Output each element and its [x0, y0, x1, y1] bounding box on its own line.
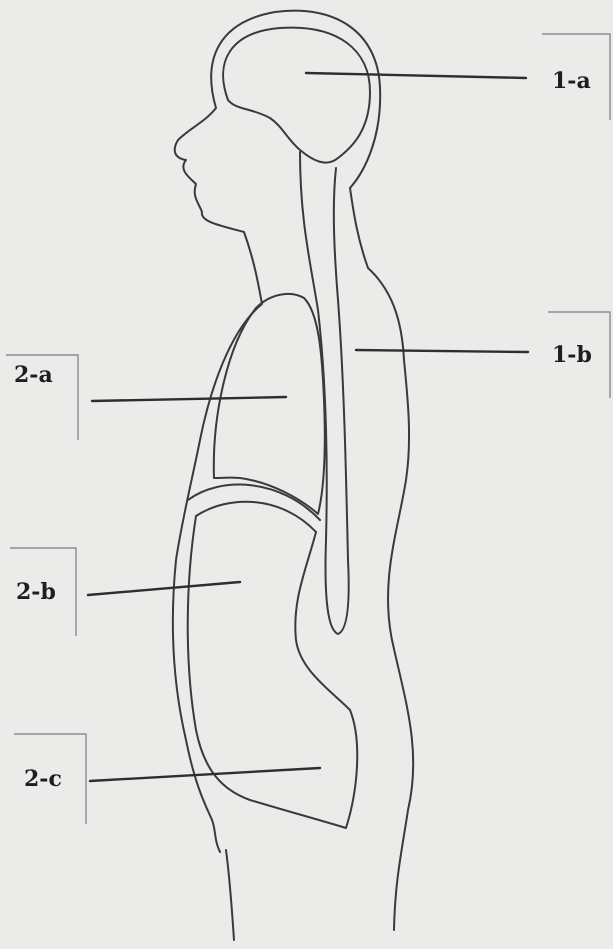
body-silhouette: [173, 11, 413, 940]
leader-line-2b: [88, 582, 240, 595]
leader-line-2c: [90, 768, 320, 781]
label-1b: 1-b: [552, 344, 592, 366]
label-1a: 1-a: [552, 70, 591, 92]
leader-line-1a: [306, 73, 526, 78]
abdominopelvic-cavity-outline: [188, 516, 358, 828]
label-2c: 2-c: [24, 768, 62, 790]
leader-line-2a: [92, 397, 286, 401]
label-2b: 2-b: [16, 581, 56, 603]
brain-cavity-outline: [223, 28, 370, 163]
leader-line-1b: [356, 350, 528, 352]
diaphragm-line-inner: [196, 502, 316, 532]
thoracic-cavity-outline: [214, 294, 325, 514]
label-2a: 2-a: [14, 364, 53, 386]
